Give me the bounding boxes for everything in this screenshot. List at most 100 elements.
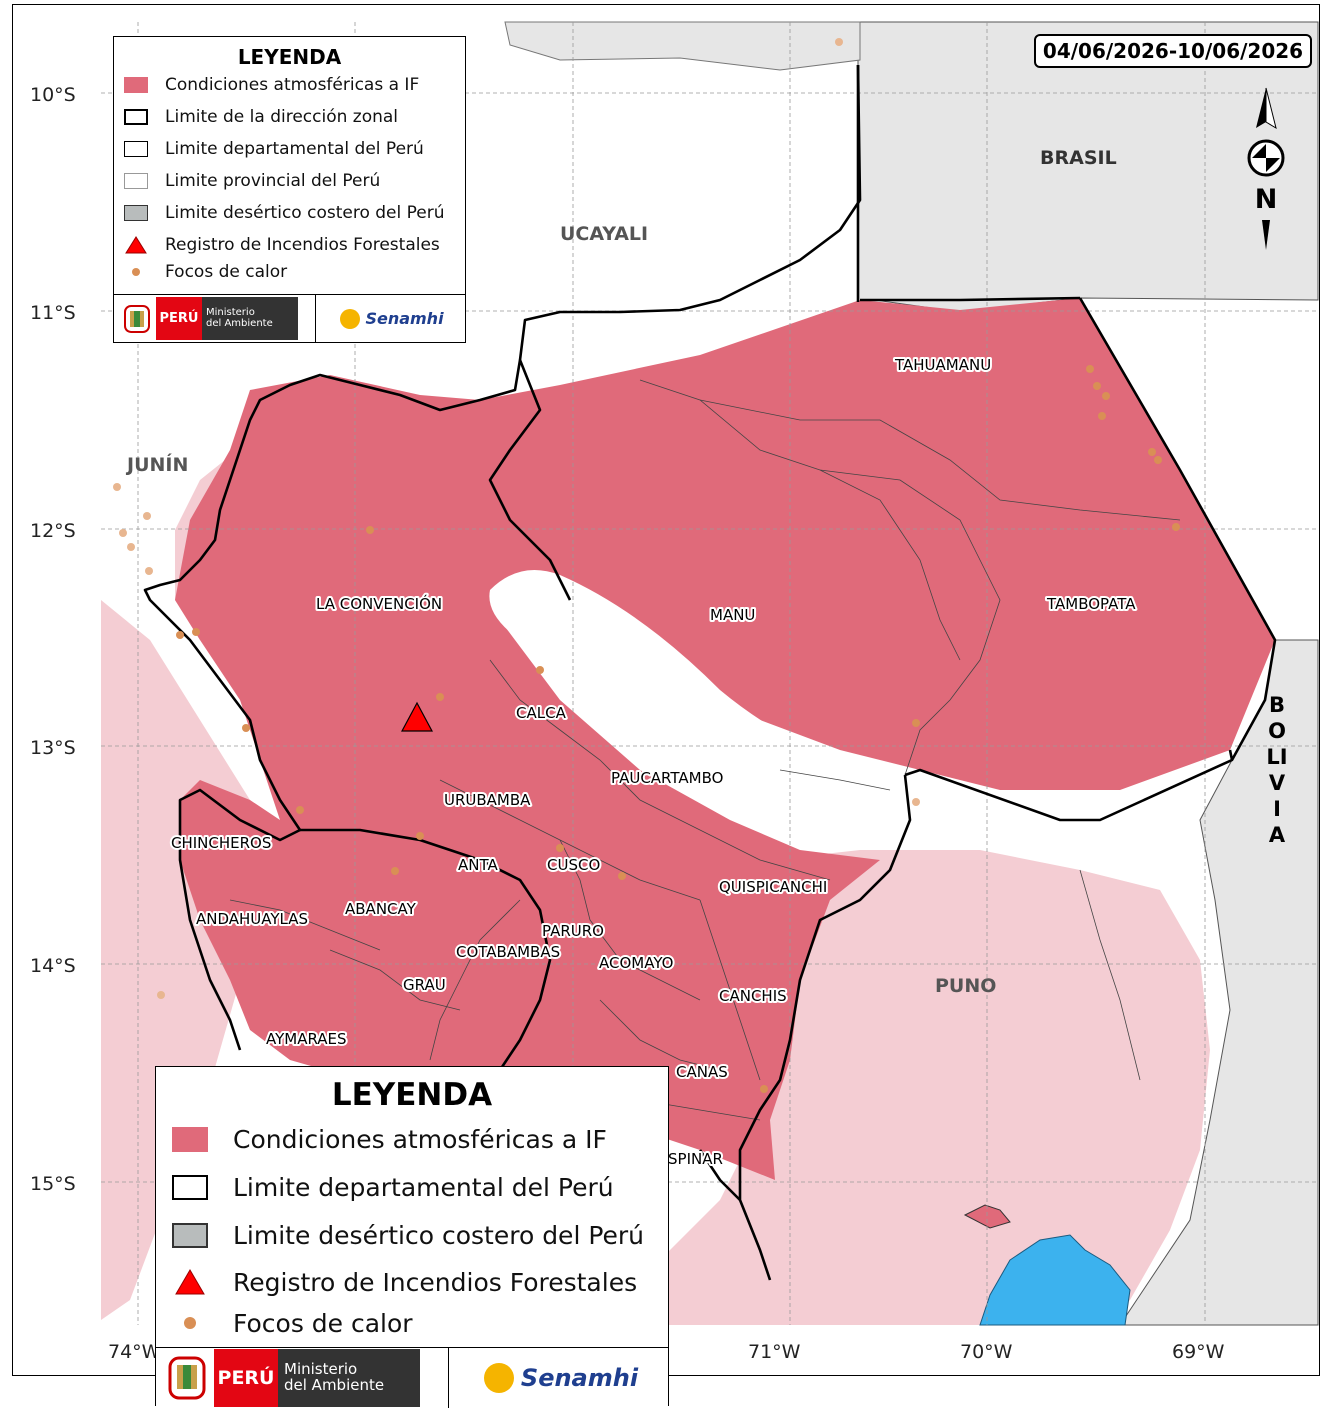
legend-top-item-if: Condiciones atmosféricas a IF (124, 69, 465, 101)
prov-label-calca: CALCA (516, 704, 567, 722)
prov-label-acomayo: ACOMAYO (599, 954, 673, 972)
hotspot (1102, 392, 1110, 400)
legend-label: Condiciones atmosféricas a IF (233, 1124, 607, 1154)
lon-label-71: 71°W (748, 1341, 801, 1363)
hotspot (296, 806, 304, 814)
legend-bottom-item-department: Limite departamental del Perú (172, 1163, 668, 1211)
hotspot (242, 724, 250, 732)
legend-label: Limite desértico costero del Perú (165, 203, 445, 223)
dot-icon (132, 268, 140, 276)
ministerio-label: Ministerio del Ambiente (202, 297, 298, 340)
lat-label-10: 10°S (30, 84, 76, 106)
swatch-department-limit (172, 1174, 208, 1200)
hotspot (1172, 523, 1180, 531)
hotspot (618, 872, 626, 880)
ministerio-line2: del Ambiente (206, 317, 273, 329)
province-boundaries (229, 379, 1181, 1121)
hotspots (113, 38, 1180, 1093)
north-arrow-shape (1262, 220, 1270, 250)
legend-label: Focos de calor (165, 262, 288, 282)
prov-label-cusco: CUSCO (547, 856, 600, 874)
legend-label: Limite provincial del Perú (165, 171, 381, 191)
prov-label-tambopata: TAMBOPATA (1046, 595, 1136, 613)
triangle-icon (175, 1269, 205, 1295)
hotspot (127, 543, 135, 551)
north-letter: N (1255, 184, 1278, 215)
legend-bottom-item-hotspot: Focos de calor (172, 1305, 668, 1341)
hotspot (1148, 448, 1156, 456)
lon-label-70: 70°W (960, 1341, 1013, 1363)
legend-top-title: LEYENDA (237, 45, 342, 69)
prov-label-chincheros: CHINCHEROS (171, 834, 271, 852)
legend-top: LEYENDA Condiciones atmosféricas a IF Li… (113, 36, 466, 343)
hotspot (436, 693, 444, 701)
north-arrow-shape (1256, 88, 1266, 128)
lon-label-69: 69°W (1172, 1341, 1225, 1363)
prov-label-canas: CANAS (676, 1063, 728, 1081)
legend-bottom-item-fire: Registro de Incendios Forestales (172, 1259, 668, 1305)
legend-bottom-title: LEYENDA (331, 1077, 493, 1113)
legend-top-item-province: Limite provincial del Perú (124, 165, 465, 197)
forest-fire-marker (400, 701, 434, 732)
swatch-zonal-limit (124, 109, 148, 125)
legend-label: Condiciones atmosféricas a IF (165, 75, 420, 95)
sun-icon (483, 1363, 514, 1393)
hotspot (113, 483, 121, 491)
sun-icon (340, 308, 361, 329)
legend-bottom-item-if: Condiciones atmosféricas a IF (172, 1115, 668, 1163)
white-corridor (489, 570, 887, 830)
peru-coat-of-arms-icon (168, 1356, 206, 1400)
north-arrow-compass (1252, 144, 1266, 158)
hotspot (912, 719, 920, 727)
north-arrow: N (1247, 87, 1285, 250)
prov-label-espinar: SPINAR (668, 1150, 723, 1168)
swatch-if-conditions (172, 1126, 208, 1152)
prov-label-aymaraes: AYMARAES (266, 1030, 347, 1048)
legend-bottom: LEYENDA Condiciones atmosféricas a IF Li… (155, 1066, 669, 1408)
lake-titicaca (979, 1234, 1131, 1326)
ministerio-label: Ministerio del Ambiente (278, 1349, 420, 1407)
legend-top-item-desert: Limite desértico costero del Perú (124, 197, 465, 229)
senamhi-logo: Senamhi (448, 1348, 668, 1408)
if-conditions-main (175, 298, 1275, 1180)
hotspot (391, 867, 399, 875)
peru-label: PERÚ (214, 1349, 278, 1407)
swatch-desert-limit (172, 1222, 208, 1248)
hotspot (536, 666, 544, 674)
prov-label-anta: ANTA (458, 856, 498, 874)
ministerio-line2: del Ambiente (284, 1376, 385, 1394)
hotspot (835, 38, 843, 46)
peru-logo: PERÚ Ministerio del Ambiente (156, 1348, 448, 1408)
lon-label-74: 74°W (108, 1341, 161, 1363)
legend-top-item-department: Limite departamental del Perú (124, 133, 465, 165)
dot-icon (184, 1317, 196, 1329)
north-arrow-compass (1266, 158, 1280, 172)
legend-label: Limite de la dirección zonal (165, 107, 399, 127)
hotspot (416, 832, 424, 840)
legend-label: Focos de calor (233, 1308, 413, 1338)
swatch-department-limit (124, 141, 148, 157)
prov-label-cotabambas: COTABAMBAS (456, 943, 560, 961)
swatch-desert-limit (124, 205, 148, 221)
prov-label-andahuaylas: ANDAHUAYLAS (196, 910, 308, 928)
senamhi-logo: Senamhi (315, 295, 465, 342)
legend-bottom-item-desert: Limite desértico costero del Perú (172, 1211, 668, 1259)
north-arrow-shape (1265, 87, 1277, 130)
prov-label-urubamba: URUBAMBA (444, 791, 531, 809)
prov-label-abancay: ABANCAY (345, 900, 417, 918)
country-label-bolivia-text: BOLIVIA (1266, 693, 1288, 847)
swatch-province-limit (124, 173, 148, 189)
prov-label-tahuamanu: TAHUAMANU (894, 356, 991, 374)
prov-label-paucartambo: PAUCARTAMBO (611, 769, 723, 787)
hotspot (157, 991, 165, 999)
zonal-boundary (856, 65, 1234, 761)
hotspot (119, 529, 127, 537)
legend-bottom-logos: PERÚ Ministerio del Ambiente Senamhi (156, 1347, 668, 1408)
prov-label-grau: GRAU (403, 976, 446, 994)
hotspot (912, 798, 920, 806)
lat-label-11: 11°S (30, 302, 76, 324)
legend-label: Limite desértico costero del Perú (233, 1220, 645, 1250)
lat-label-14: 14°S (30, 955, 76, 977)
hotspot (192, 628, 200, 636)
legend-label: Limite departamental del Perú (165, 139, 424, 159)
